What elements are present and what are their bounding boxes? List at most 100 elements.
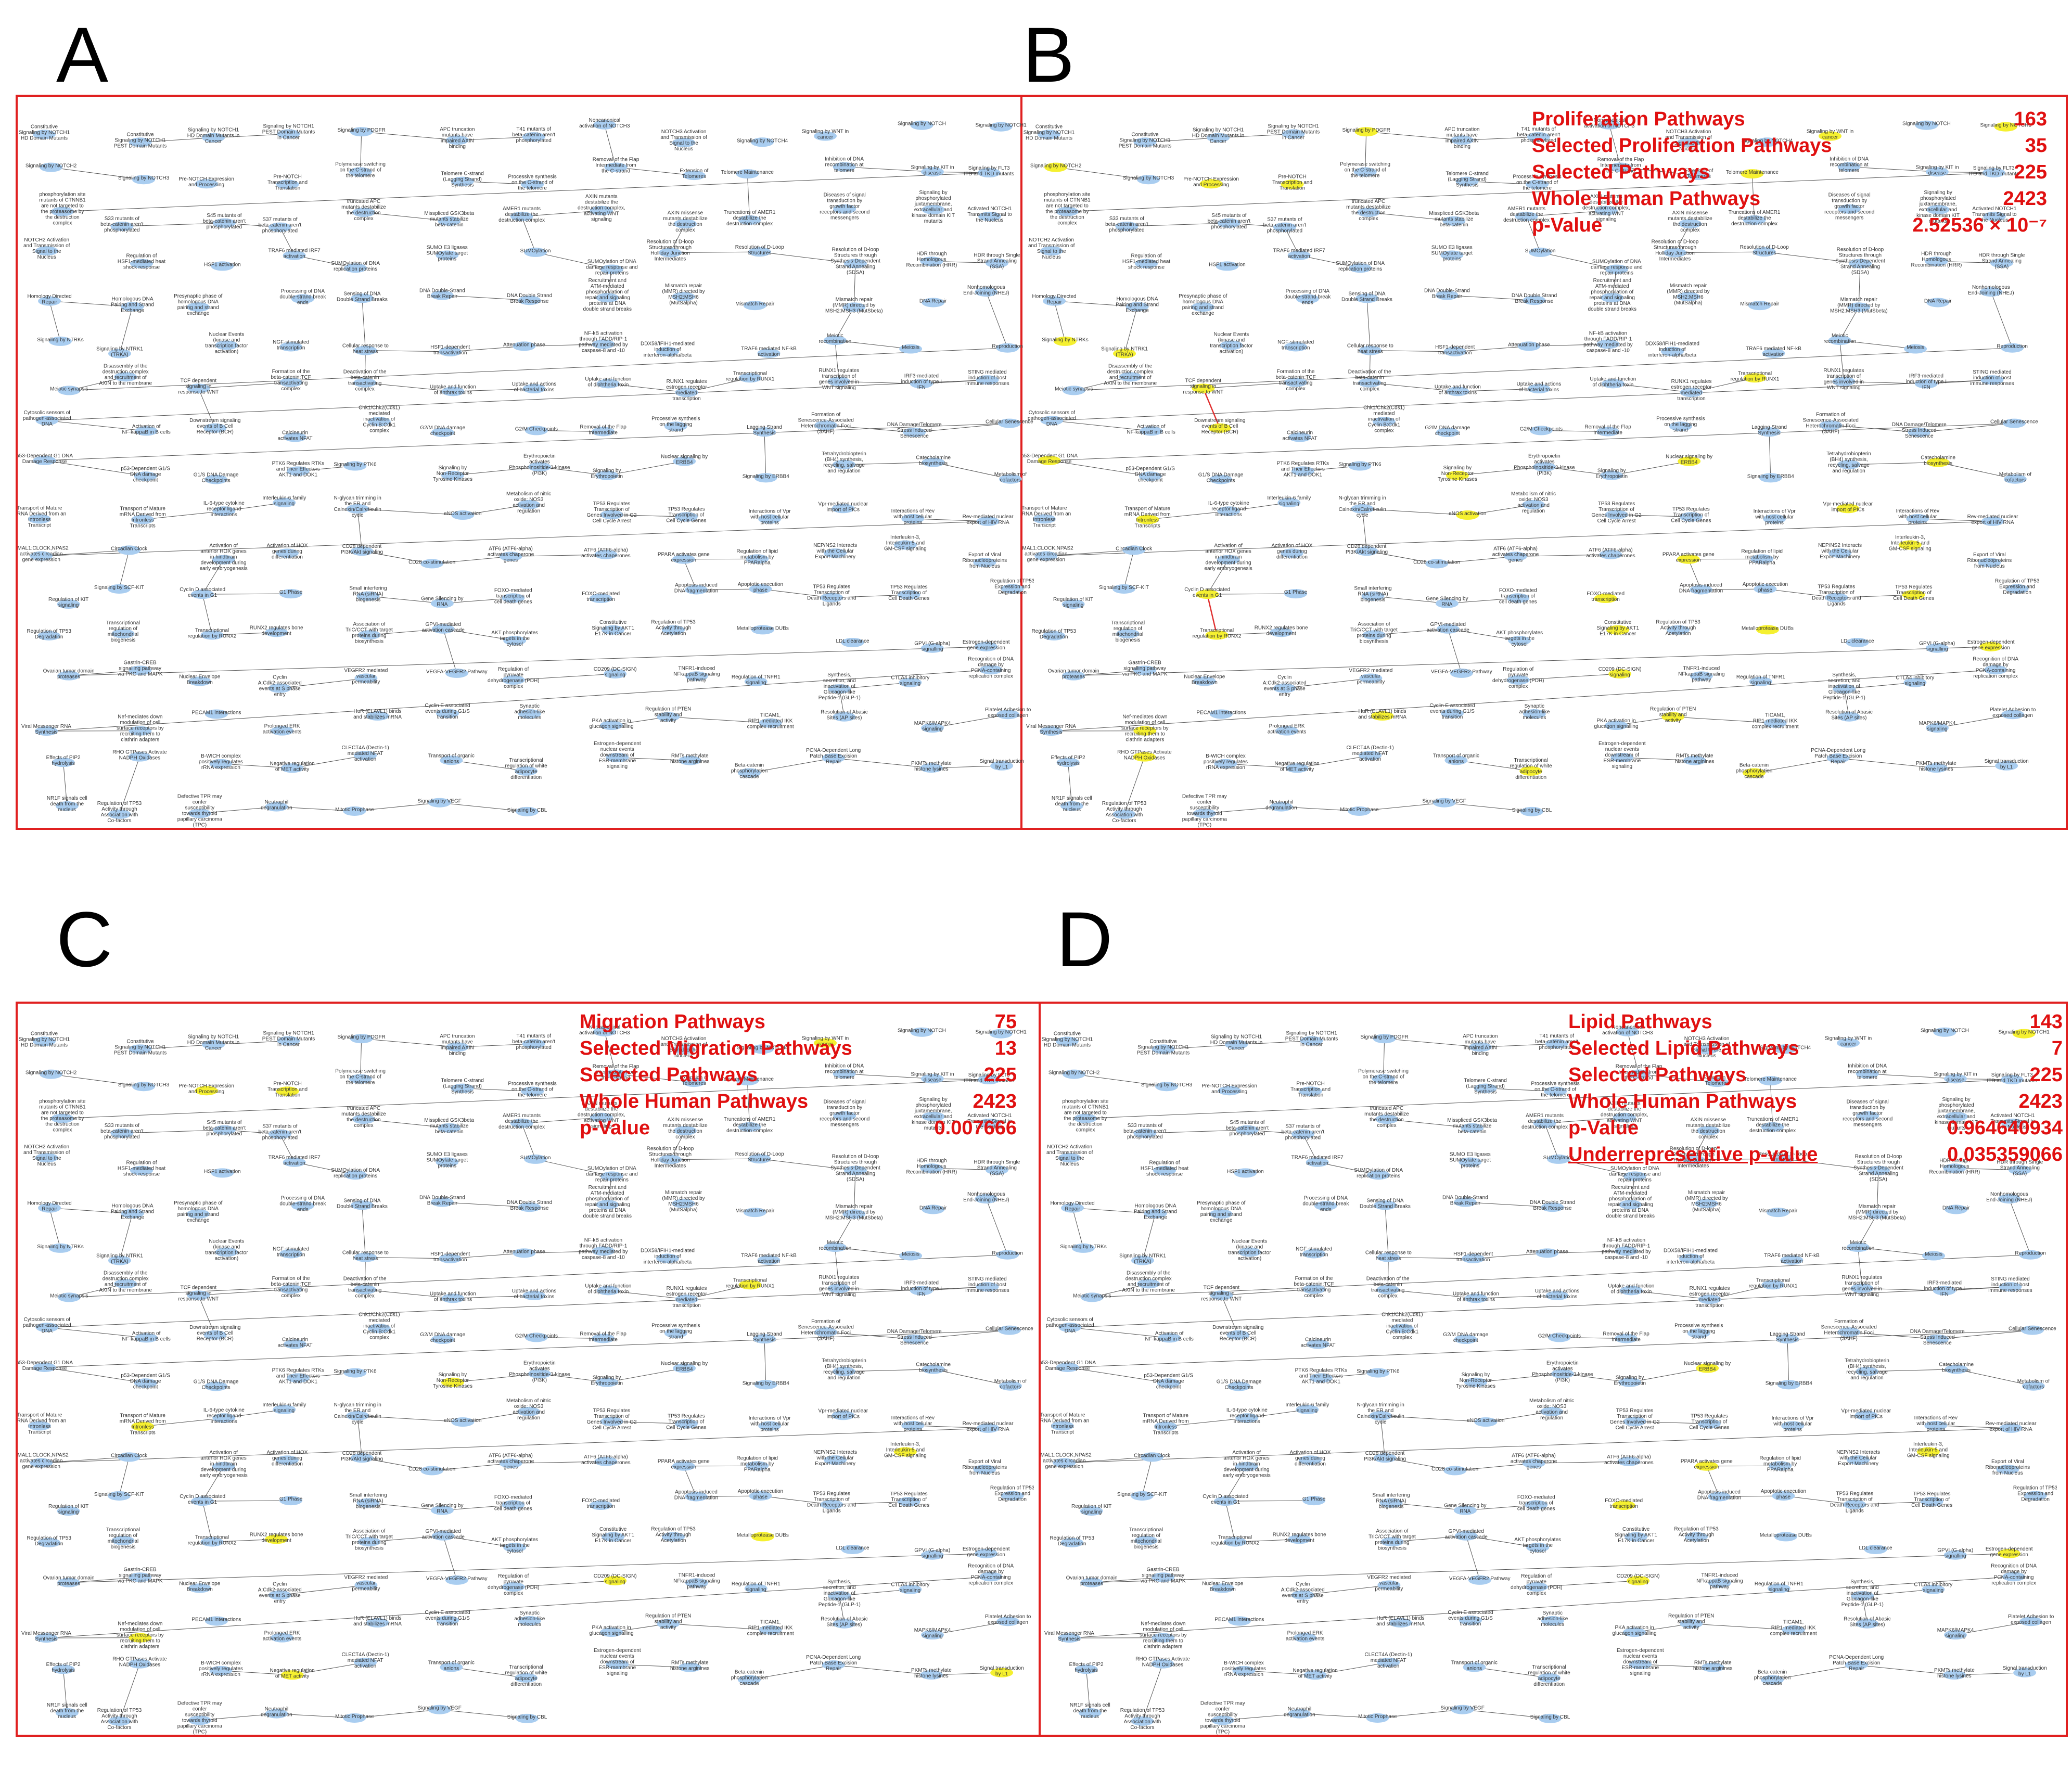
pathway-node-ellipse — [1669, 421, 1692, 431]
pathway-node-label: PECAM1 interactions — [191, 710, 241, 715]
pathway-node-ellipse — [754, 473, 777, 483]
pathway-node-ellipse — [356, 591, 380, 601]
pathway-node-ellipse — [366, 711, 389, 721]
pathway-node-label: HSF1 activation — [204, 1169, 241, 1174]
pathway-node-ellipse — [349, 167, 372, 177]
pathway-node-label: Telomere C-strand(Lagging Strand)Synthes… — [441, 1078, 484, 1095]
panel-letter-c: C — [56, 895, 113, 983]
pathway-node-label: LDL clearance — [1840, 638, 1874, 644]
pathway-node: Signaling by NOTCH1 — [975, 1029, 1027, 1039]
pathway-node-ellipse — [1453, 1505, 1477, 1515]
pathway-node: CD28 co-stimulation — [1413, 559, 1460, 569]
stat-value: 0.035359066 — [1947, 1144, 2063, 1165]
network-edge — [1366, 131, 1462, 140]
pathway-node: Signaling by NOTCH3 — [1141, 1082, 1193, 1092]
network-edge — [63, 1669, 68, 1713]
pathway-node: Signaling by ERBB4 — [743, 1380, 789, 1390]
network-edge — [1956, 1369, 2033, 1387]
network-edge — [119, 306, 133, 354]
pathway-node-ellipse — [121, 302, 144, 312]
pathway-node-ellipse — [1615, 1246, 1638, 1256]
network-edge — [1244, 1670, 1315, 1675]
pathway-node-label: Signaling by NOTCH — [1921, 1028, 1969, 1034]
pathway-node-ellipse — [1284, 589, 1308, 599]
pathway-node-ellipse — [1623, 1171, 1646, 1181]
pathway-node-ellipse — [1355, 546, 1378, 556]
pathway-node-label: ATF6 (ATF6-alpha)activates chaperones — [1586, 547, 1635, 559]
pathway-node: VEGFA-VEGFR2 Pathway — [426, 1575, 488, 1585]
pathway-node-ellipse — [1296, 294, 1319, 304]
network-edge — [1783, 1495, 1855, 1505]
pathway-node-ellipse — [1051, 1421, 1074, 1431]
stat-value: 13 — [994, 1037, 1017, 1059]
pathway-node-ellipse — [436, 250, 459, 260]
pathway-node-ellipse — [674, 512, 698, 522]
pathway-node-ellipse — [1001, 1491, 1024, 1501]
pathway-node: Cellular Senescence — [986, 1325, 1033, 1335]
network-edge — [1858, 263, 1861, 308]
pathway-node: Signaling by ERBB4 — [1747, 473, 1794, 483]
